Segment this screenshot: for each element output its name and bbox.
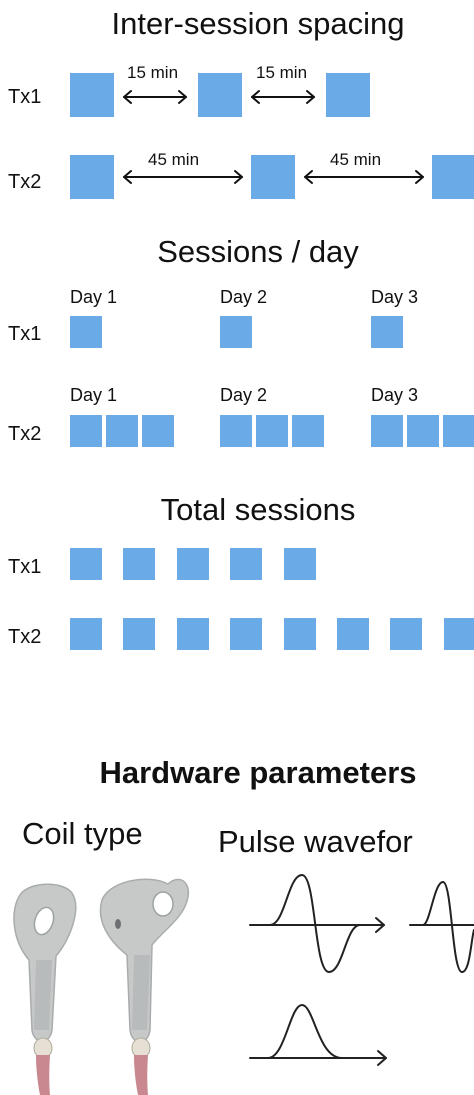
hardware-title: Hardware parameters [99, 755, 417, 790]
total-tx2-session [337, 618, 369, 650]
perday-tx1-day-2: Day 2 [220, 287, 268, 307]
perday-tx2-day2-session [220, 415, 252, 447]
total-tx2-session [70, 618, 102, 650]
total-tx1-session [230, 548, 262, 580]
spacing-tx2-gap-label-2: 45 min [330, 150, 382, 169]
total-title: Total sessions [160, 492, 356, 527]
perday-tx1-day2-session [220, 316, 252, 348]
total-tx2-session [390, 618, 422, 650]
perday-tx1-day-1: Day 1 [70, 287, 118, 307]
spacing-tx2-gap-label-1: 45 min [148, 150, 200, 169]
biphasic-wave-icon [249, 874, 385, 973]
perday-title: Sessions / day [157, 234, 359, 269]
pulse-waveform-title: Pulse wavefor [218, 824, 413, 859]
spacing-tx1-gap-label-1: 15 min [127, 63, 179, 82]
total-tx2-session [284, 618, 316, 650]
polyphasic-wave-icon [409, 881, 474, 973]
perday-tx1-day-3: Day 3 [371, 287, 419, 307]
double-cone-coil-icon [99, 878, 189, 1095]
spacing-tx1-gap-label-2: 15 min [256, 63, 308, 82]
perday-tx1-label: Tx1 [8, 323, 42, 345]
perday-tx2-day1-session [142, 415, 174, 447]
perday-tx1-day3-session [371, 316, 403, 348]
perday-tx2-day-3: Day 3 [371, 385, 419, 405]
spacing-tx1-session-2 [198, 73, 242, 117]
total-tx2-session [230, 618, 262, 650]
coil-type-title: Coil type [22, 816, 143, 851]
perday-tx2-label: Tx2 [8, 423, 42, 445]
total-tx1-session [284, 548, 316, 580]
total-tx1-session [70, 548, 102, 580]
spacing-title: Inter-session spacing [111, 6, 405, 41]
perday-tx1-day1-session [70, 316, 102, 348]
spacing-tx2-session-2 [251, 155, 295, 199]
spacing-tx2-session-3 [432, 155, 474, 199]
perday-tx2-day2-session [256, 415, 288, 447]
total-tx1-session [123, 548, 155, 580]
total-tx2-session [444, 618, 474, 650]
double-arrow-icon [304, 170, 424, 184]
spacing-tx1-session-3 [326, 73, 370, 117]
perday-tx2-day3-session [407, 415, 439, 447]
perday-tx2-day-2: Day 2 [220, 385, 268, 405]
spacing-tx1-session-1 [70, 73, 114, 117]
total-tx1-label: Tx1 [8, 556, 42, 578]
double-arrow-icon [251, 90, 315, 104]
perday-tx2-day2-session [292, 415, 324, 447]
perday-tx2-day-1: Day 1 [70, 385, 118, 405]
perday-tx2-day3-session [443, 415, 474, 447]
monophasic-wave-icon [249, 1004, 387, 1066]
spacing-tx2-session-1 [70, 155, 114, 199]
perday-tx2-day1-session [106, 415, 138, 447]
double-arrow-icon [123, 90, 187, 104]
total-tx2-session [177, 618, 209, 650]
spacing-arrows [123, 90, 424, 184]
perday-tx2-day1-session [70, 415, 102, 447]
total-tx1-session [177, 548, 209, 580]
total-tx2-label: Tx2 [8, 626, 42, 648]
figure-8-coil-icon [13, 883, 77, 1095]
spacing-tx1-label: Tx1 [8, 86, 42, 108]
perday-tx2-day3-session [371, 415, 403, 447]
total-tx2-session [123, 618, 155, 650]
double-arrow-icon [123, 170, 243, 184]
spacing-tx2-label: Tx2 [8, 171, 42, 193]
